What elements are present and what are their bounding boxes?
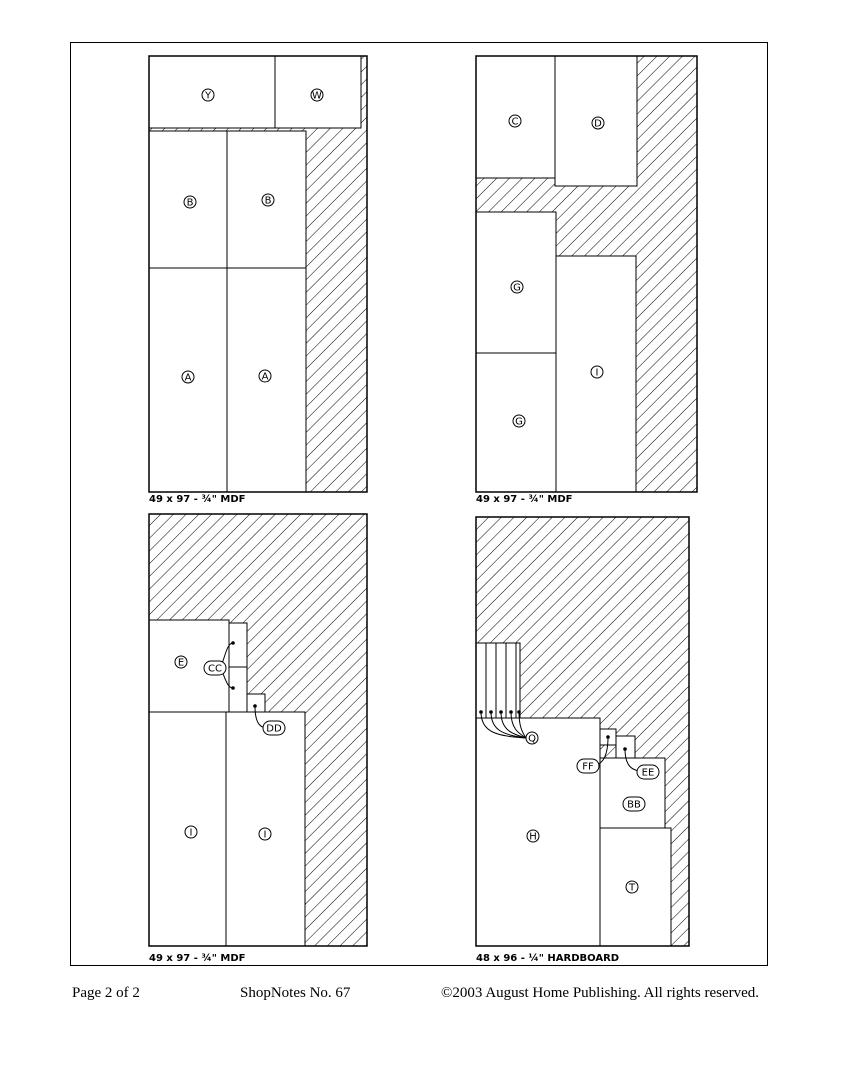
label-circle-h <box>526 829 540 843</box>
label-circle-i <box>590 365 604 379</box>
footer-copyright: ©2003 August Home Publishing. All rights… <box>441 985 760 1001</box>
part-q-4 <box>505 642 517 719</box>
label-circle-c <box>508 114 522 128</box>
label-pill-cc <box>203 660 227 676</box>
label-t: T <box>628 883 636 894</box>
sheet-4-caption: 48 x 96 - ¼" HARDBOARD <box>476 952 619 964</box>
label-bb: BB <box>627 800 641 811</box>
leader-dot-dd <box>253 704 257 708</box>
label-d: D <box>594 119 602 130</box>
sheet-3-caption: 49 x 97 - ¾" MDF <box>149 953 245 964</box>
part-q-1 <box>475 642 487 719</box>
leader-dot-cc-1 <box>231 641 235 645</box>
label-c: C <box>512 117 519 128</box>
label-circle-b-1 <box>183 195 197 209</box>
label-circle-y <box>201 88 215 102</box>
leader-q-3 <box>500 711 527 739</box>
label-b-1: B <box>187 198 194 209</box>
label-ee: EE <box>642 768 655 779</box>
label-b-2: B <box>265 196 272 207</box>
footer-page-number: Page 2 of 2 <box>72 985 140 1001</box>
label-circle-i-2 <box>258 827 272 841</box>
label-pill-ee <box>636 764 660 780</box>
sheet-4-outline <box>475 516 690 947</box>
sheet-2-outline <box>475 55 698 493</box>
sheet-2-caption: 49 x 97 - ¾" MDF <box>476 494 572 505</box>
page-frame <box>70 42 768 966</box>
label-q: Q <box>528 734 536 745</box>
leader-q-2 <box>490 711 527 739</box>
label-g-2: G <box>515 417 523 428</box>
leader-dot-ff <box>606 735 610 739</box>
part-dd <box>246 693 266 713</box>
part-q-2 <box>485 642 497 719</box>
label-g-1: G <box>513 283 521 294</box>
label-circle-e <box>174 655 188 669</box>
label-w: W <box>312 91 322 102</box>
label-pill-bb <box>622 796 646 812</box>
part-q-5 <box>515 642 521 719</box>
label-i: I <box>596 368 599 379</box>
leader-dot-q-2 <box>489 710 493 714</box>
part-cc-1 <box>228 622 248 668</box>
label-circle-g-2 <box>512 414 526 428</box>
label-circle-b-2 <box>261 193 275 207</box>
leader-q-5 <box>518 711 527 739</box>
sheet-1-caption: 49 x 97 - ¾" MDF <box>149 494 245 505</box>
label-pill-dd <box>262 720 286 736</box>
label-circle-t <box>625 880 639 894</box>
label-circle-i-1 <box>184 825 198 839</box>
leader-dot-q-4 <box>509 710 513 714</box>
part-cc-2 <box>228 666 248 713</box>
sheet-1-outline <box>148 55 368 493</box>
sheet-2: C D G G I 49 x 97 - ¾" MDF <box>475 55 698 505</box>
label-i-1: I <box>190 828 193 839</box>
sheet-3: E CC DD I I 49 x 97 - ¾" MDF <box>148 513 368 964</box>
sheet-1: Y W B B A A 49 x 97 - ¾" MDF <box>148 55 368 505</box>
leader-dot-q-5 <box>517 710 521 714</box>
leader-dot-ee <box>623 747 627 751</box>
label-dd: DD <box>266 724 282 735</box>
leader-dot-cc-2 <box>231 686 235 690</box>
sheet-3-outline <box>148 513 368 947</box>
label-circle-q <box>525 731 539 745</box>
label-i-2: I <box>264 830 267 841</box>
label-ff: FF <box>582 762 594 773</box>
leader-dot-q-3 <box>499 710 503 714</box>
sheet-4: Q FF EE BB H T 48 x 96 - ¼" HARDBOARD <box>475 516 690 964</box>
label-h: H <box>529 832 537 843</box>
label-a-1: A <box>185 373 192 384</box>
label-e: E <box>178 658 184 669</box>
label-circle-a-2 <box>258 369 272 383</box>
label-y: Y <box>204 91 212 102</box>
label-cc: CC <box>208 664 222 675</box>
label-circle-w <box>310 88 324 102</box>
label-circle-a-1 <box>181 370 195 384</box>
part-q-3 <box>495 642 507 719</box>
leader-q-1 <box>480 711 527 739</box>
label-a-2: A <box>262 372 269 383</box>
label-pill-ff <box>576 758 600 774</box>
label-circle-g-1 <box>510 280 524 294</box>
leader-q-4 <box>510 711 527 739</box>
footer-issue: ShopNotes No. 67 <box>240 985 351 1001</box>
label-circle-d <box>591 116 605 130</box>
leader-dot-q-1 <box>479 710 483 714</box>
